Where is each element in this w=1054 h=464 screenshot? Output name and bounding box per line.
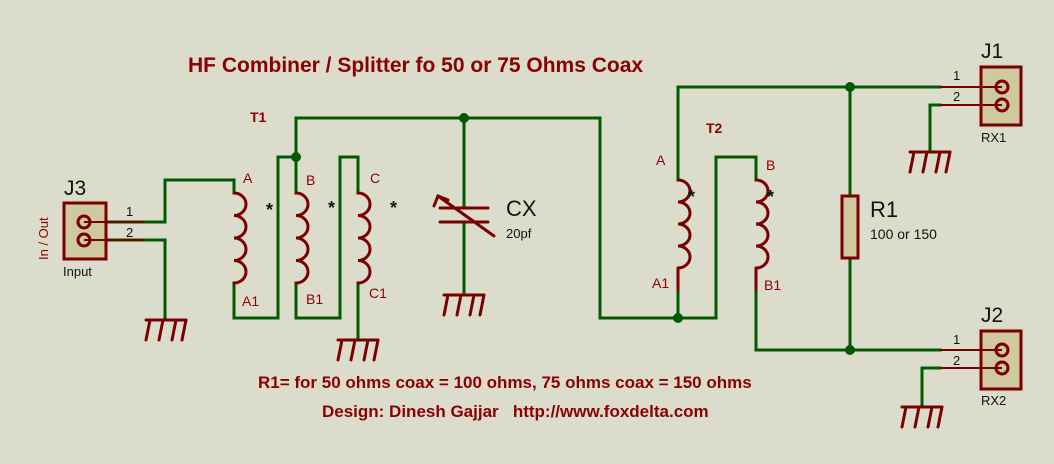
t1-winding-a xyxy=(232,191,248,285)
j2-pin2: 2 xyxy=(953,353,960,368)
t1-b-top: B xyxy=(306,172,315,188)
t2-a-top: A xyxy=(656,152,666,168)
wire-t1-b1-c xyxy=(294,155,360,320)
j3-value: Input xyxy=(63,264,92,279)
cx-value: 20pf xyxy=(506,226,532,241)
junction-j1-r1 xyxy=(845,82,855,92)
wire-t2-b1-j2 xyxy=(754,288,942,352)
j1-pin2: 2 xyxy=(953,89,960,104)
junction-t2-a1 xyxy=(673,313,683,323)
connector-j1: J1 1 2 RX1 xyxy=(940,40,1023,145)
design-credit: Design: Dinesh Gajjar http://www.foxdelt… xyxy=(322,402,709,421)
transformer-t2: T2 A A1 B B1 * * xyxy=(652,120,781,293)
j3-side-label: In / Out xyxy=(36,217,51,260)
connector-j3: J3 1 2 Input In / Out xyxy=(36,177,145,279)
j3-pin1: 1 xyxy=(126,204,133,219)
ground-cx-icon xyxy=(442,293,486,317)
wire-t1-a1-b xyxy=(232,155,298,320)
t1-winding-b xyxy=(294,191,310,285)
t1-dot-b: * xyxy=(328,198,335,218)
t2-dot-a: * xyxy=(688,187,695,207)
t2-winding-b xyxy=(754,178,770,270)
wire-j1-pin2 xyxy=(928,103,942,154)
ground-t1-icon xyxy=(336,338,380,362)
j1-value: RX1 xyxy=(981,130,1006,145)
ground-j2-icon xyxy=(900,405,944,429)
t1-dot-a: * xyxy=(266,200,273,220)
t1-c-top: C xyxy=(370,170,380,186)
r1-note: R1= for 50 ohms coax = 100 ohms, 75 ohms… xyxy=(258,373,752,392)
ground-j3-icon xyxy=(144,318,188,342)
j2-value: RX2 xyxy=(981,393,1006,408)
junction-top-bus xyxy=(459,113,469,123)
j3-pin2: 2 xyxy=(126,225,133,240)
wire-j3-pin1 xyxy=(103,178,236,224)
junction-t1 xyxy=(291,152,301,162)
r1-value: 100 or 150 xyxy=(870,226,937,242)
t1-c-bot: C1 xyxy=(369,285,387,301)
t2-winding-a xyxy=(676,178,692,270)
t1-a-bot: A1 xyxy=(242,293,259,309)
t2-b-top: B xyxy=(766,157,775,173)
cx-ref: CX xyxy=(506,196,537,221)
j1-pin1: 1 xyxy=(953,68,960,83)
connector-j2: J2 1 2 RX2 xyxy=(940,304,1023,408)
t2-b-bot: B1 xyxy=(764,277,781,293)
capacitor-cx: CX 20pf xyxy=(432,194,537,241)
t1-winding-c xyxy=(356,191,372,285)
j2-ref: J2 xyxy=(981,304,1003,327)
j1-ref: J1 xyxy=(981,40,1003,63)
wire-j3-pin2 xyxy=(103,238,167,322)
transformer-t1: T1 A A1 B B1 C C1 * * * xyxy=(232,109,397,309)
t1-ref: T1 xyxy=(250,109,267,125)
wire-top-bus xyxy=(294,116,680,320)
t2-dot-b: * xyxy=(767,187,774,207)
resistor-r1: R1 100 or 150 xyxy=(840,194,937,260)
t1-b-bot: B1 xyxy=(306,291,323,307)
diagram-title: HF Combiner / Splitter fo 50 or 75 Ohms … xyxy=(188,54,643,77)
t2-a-bot: A1 xyxy=(652,275,669,291)
j3-ref: J3 xyxy=(64,177,86,200)
r1-ref: R1 xyxy=(870,197,898,222)
j2-pin1: 1 xyxy=(953,332,960,347)
wires xyxy=(103,85,942,409)
wire-j2-pin2 xyxy=(920,366,942,409)
ground-j1-icon xyxy=(908,150,952,174)
t1-a-top: A xyxy=(243,170,253,186)
junction-j2-r1 xyxy=(845,345,855,355)
t1-dot-c: * xyxy=(390,198,397,218)
t2-ref: T2 xyxy=(706,120,723,136)
